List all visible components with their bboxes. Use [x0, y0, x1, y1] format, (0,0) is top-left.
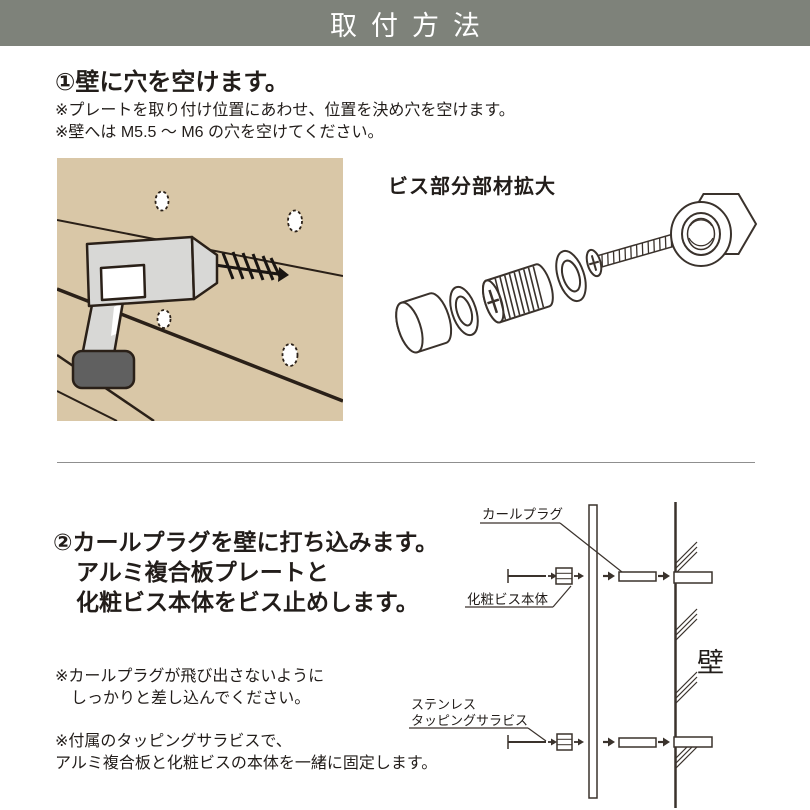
wall-hatch: [675, 541, 698, 574]
hole-mark: [287, 209, 303, 233]
hole-mark: [154, 190, 170, 212]
label-stainless-line1: ステンレス: [411, 697, 476, 712]
assembly-row-bottom: [507, 733, 670, 751]
arrow-right-icon: [603, 737, 615, 747]
installation-diagram-svg: カールプラグ 化粧ビス本体 ステンレス タッピングサラビス 壁: [409, 502, 724, 808]
arrow-right-icon: [548, 572, 557, 580]
drill-hole-marks: [154, 190, 303, 367]
screw-body-box: [556, 733, 573, 751]
drill-bit-tip: [278, 267, 289, 282]
arrow-right-icon: [548, 738, 557, 746]
exploded-view-svg: [395, 193, 758, 354]
cap-part: [395, 292, 453, 354]
drill-chuck: [190, 235, 219, 301]
title-bar: 取付方法: [0, 0, 810, 46]
screw-body-box: [555, 567, 573, 585]
step2-heading: ②カールプラグを壁に打ち込みます。 アルミ複合板プレートと 化粧ビス本体をビス止…: [53, 529, 439, 615]
curl-plug-rect: [618, 737, 657, 748]
drill-label: [99, 263, 147, 302]
exploded-view-illustration: [385, 192, 805, 377]
leader-line: [559, 522, 623, 573]
nut-part: [670, 193, 758, 267]
drill-illustration-svg: [56, 158, 344, 423]
wall-hatch-marks: [675, 541, 698, 769]
step1-note-1: ※プレートを取り付け位置にあわせ、位置を決め穴を空けます。: [55, 102, 515, 119]
arrow-right-icon: [603, 571, 615, 581]
wall-hatch: [675, 671, 698, 704]
curl-plug-rect: [618, 571, 657, 582]
label-stainless-line2: タッピングサラビス: [411, 713, 528, 728]
washer-part: [555, 249, 587, 303]
diagram-labels: カールプラグ 化粧ビス本体 ステンレス タッピングサラビス 壁: [409, 507, 724, 742]
wall-hole: [673, 736, 713, 748]
step2-note-2: ※付属のタッピングサラビスで、 アルミ複合板と化粧ビスの本体を一緒に固定します。: [55, 733, 438, 772]
wall-hatch: [675, 608, 698, 641]
installation-diagram: カールプラグ 化粧ビス本体 ステンレス タッピングサラビス 壁: [400, 495, 810, 810]
arrow-right-icon: [658, 571, 670, 581]
assembly-row-top: [507, 567, 670, 585]
washer-part: [449, 285, 479, 337]
wall-hole: [673, 571, 713, 584]
label-curl-plug: カールプラグ: [482, 507, 563, 522]
arrow-right-icon: [658, 737, 670, 747]
drill-handle-highlight: [111, 303, 121, 336]
page-title: 取付方法: [330, 10, 494, 41]
arrow-right-icon: [574, 738, 584, 746]
step1-note-2: ※壁へは M5.5 ～ M6 の穴を空けてください。: [55, 124, 384, 141]
section-divider: [57, 462, 755, 463]
drill-battery: [71, 349, 136, 390]
step1-heading: ①壁に穴を空けます。: [55, 69, 289, 96]
hole-mark: [281, 343, 299, 367]
bolt-part: [481, 263, 554, 324]
arrow-right-icon: [574, 572, 584, 580]
hole-mark: [156, 309, 172, 329]
step2-note-1: ※カールプラグが飛び出さないように しっかりと差し込んでください。: [55, 668, 325, 707]
leader-line: [552, 585, 572, 608]
screw-part: [585, 231, 693, 278]
leader-line: [527, 727, 547, 742]
plate-panel: [588, 504, 598, 799]
drill-icon: [71, 235, 289, 390]
drill-illustration: [56, 158, 344, 426]
label-screw-body: 化粧ビス本体: [467, 592, 548, 607]
label-wall: 壁: [697, 648, 724, 678]
exploded-view-title: ビス部分部材拡大: [388, 176, 556, 198]
